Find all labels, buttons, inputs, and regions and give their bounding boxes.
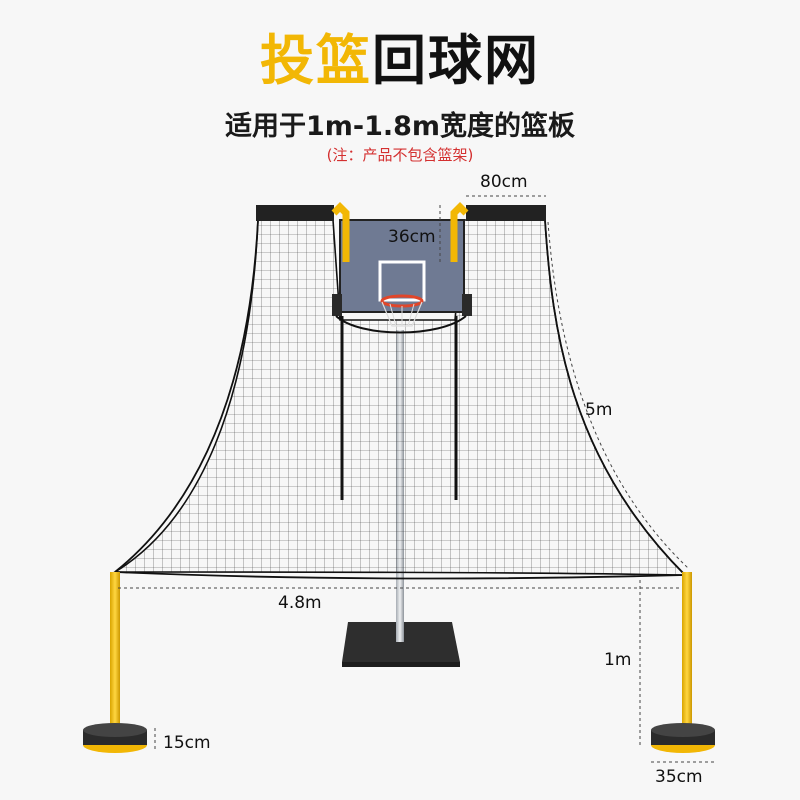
dim-hook-height: 36cm xyxy=(388,227,436,247)
dim-net-width: 4.8m xyxy=(278,593,322,613)
basketball-rim xyxy=(380,294,424,327)
top-bar-left xyxy=(256,202,350,262)
subtitle: 适用于1m-1.8m宽度的篮板 xyxy=(224,111,576,142)
dim-top-width: 80cm xyxy=(480,172,528,192)
dimension-lines xyxy=(118,195,715,763)
dim-base-height: 15cm xyxy=(163,733,211,753)
side-base-right xyxy=(651,723,715,753)
side-pole-left xyxy=(110,572,120,736)
side-base-left xyxy=(83,723,147,753)
page-title: 投篮回球网 xyxy=(0,28,800,94)
rebound-net xyxy=(112,219,687,580)
dim-pole-height: 1m xyxy=(604,650,632,670)
disclaimer-note: (注：产品不包含篮架) xyxy=(326,146,474,164)
dim-net-length: 5m xyxy=(585,400,613,420)
dim-base-width: 35cm xyxy=(655,767,703,787)
side-pole-right xyxy=(682,572,692,736)
title-highlight: 投篮 xyxy=(260,29,372,92)
top-bar-right xyxy=(450,202,546,262)
title-rest: 回球网 xyxy=(372,29,540,92)
